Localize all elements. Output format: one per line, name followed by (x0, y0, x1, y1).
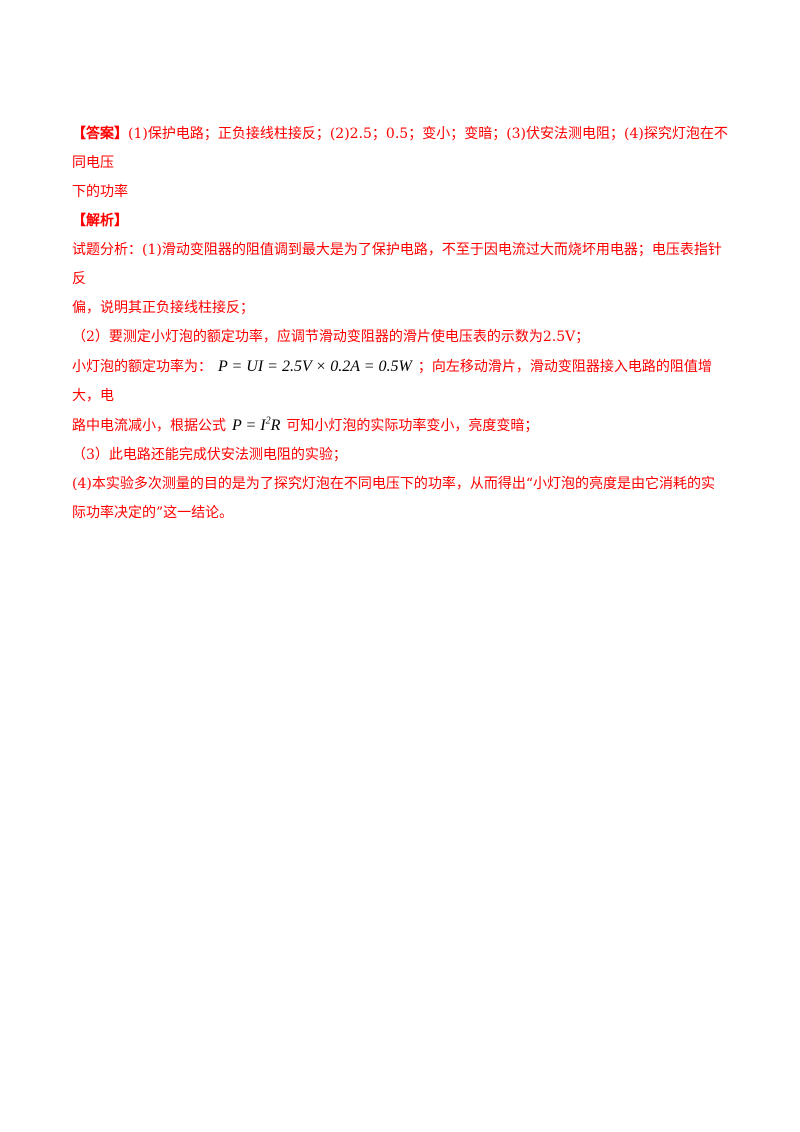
analysis-p3-prefix: 小灯泡的额定功率为： (72, 359, 212, 375)
i2r-formula-tail: R (270, 417, 281, 434)
answer-text: (1)保护电路；正负接线柱接反；(2)2.5；0.5；变小；变暗；(3)伏安法测… (72, 126, 728, 171)
i2r-formula: P = I2R (226, 415, 286, 434)
answer-line-1: 【答案】(1)保护电路；正负接线柱接反；(2)2.5；0.5；变小；变暗；(3)… (72, 120, 732, 178)
analysis-p4-suffix: 可知小灯泡的实际功率变小，亮度变暗； (286, 418, 539, 434)
analysis-p1-line1: 试题分析：(1)滑动变阻器的阻值调到最大是为了保护电路，不至于因电流过大而烧坏用… (72, 242, 722, 287)
i2r-formula-exponent: 2 (265, 415, 271, 427)
answer-analysis-block: 【答案】(1)保护电路；正负接线柱接反；(2)2.5；0.5；变小；变暗；(3)… (72, 120, 732, 528)
i2r-formula-base: P = I (232, 417, 266, 434)
power-formula: P = UI = 2.5V × 0.2A = 0.5W (218, 358, 412, 375)
analysis-p1-line2: 偏，说明其正负接线柱接反； (72, 300, 254, 316)
answer-line-2: 下的功率 (72, 184, 128, 200)
analysis-label: 【解析】 (72, 213, 128, 229)
analysis-p3-suffix: ；向左移动滑片，滑动变阻器接入电路的阻值增大，电 (72, 359, 712, 404)
analysis-p6-line1: (4)本实验多次测量的目的是为了探究灯泡在不同电压下的功率，从而得出“小灯泡的亮… (72, 476, 715, 492)
answer-label: 【答案】 (72, 126, 128, 142)
analysis-p6-line2: 际功率决定的”这一结论。 (72, 505, 234, 521)
analysis-p5: （3）此电路还能完成伏安法测电阻的实验； (72, 447, 347, 463)
analysis-p2: （2）要测定小灯泡的额定功率，应调节滑动变阻器的滑片使电压表的示数为2.5V； (72, 329, 590, 345)
analysis-p3: 小灯泡的额定功率为： P = UI = 2.5V × 0.2A = 0.5W；向左… (72, 352, 732, 411)
analysis-p4-prefix: 路中电流减小，根据公式 (72, 418, 226, 434)
